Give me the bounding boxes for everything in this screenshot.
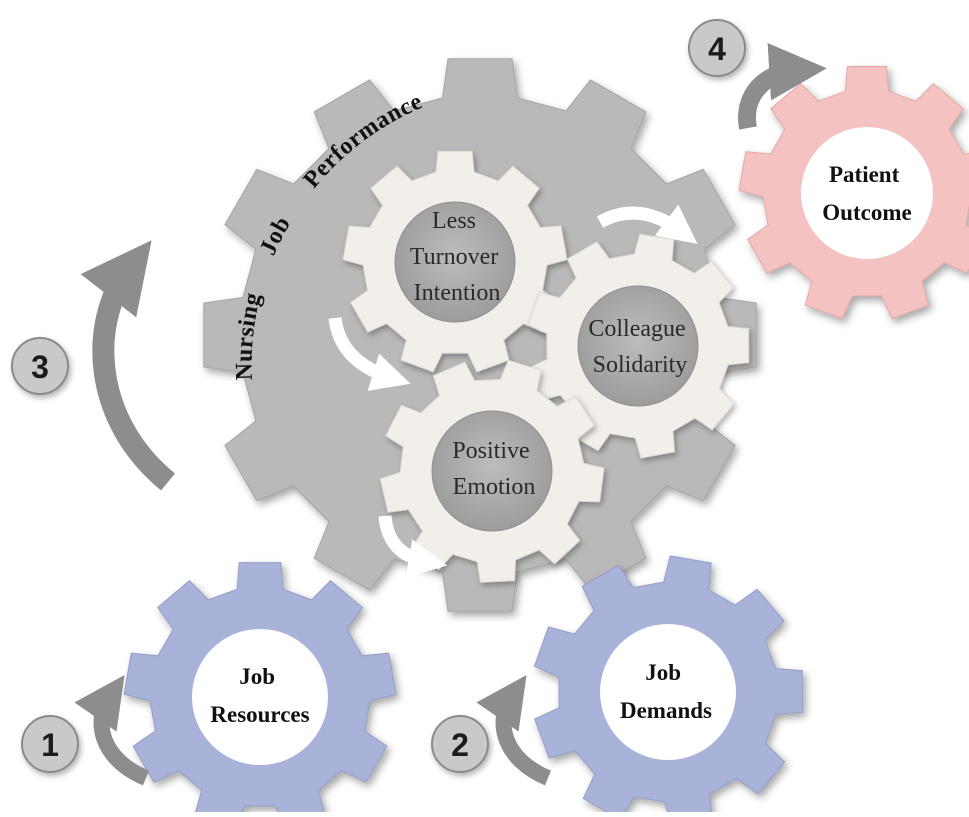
turnover-label: Less Turnover Intention bbox=[410, 208, 504, 306]
step-badge-2: 2 bbox=[431, 715, 489, 773]
flow-arrow-3-icon bbox=[80, 240, 176, 491]
step-badge-3: 3 bbox=[11, 337, 69, 395]
flow-arrow-4-icon bbox=[738, 42, 827, 130]
patient-outcome-gear bbox=[738, 66, 969, 320]
step-number: 4 bbox=[708, 31, 726, 67]
rotation-arrow-icon bbox=[328, 316, 411, 391]
solidarity-gear bbox=[527, 233, 750, 459]
flow-arrow-1-icon bbox=[74, 674, 150, 786]
job-demands-gear bbox=[533, 555, 804, 817]
step-badge-4: 4 bbox=[688, 19, 746, 77]
emotion-label: Positive Emotion bbox=[452, 438, 535, 500]
step-badge-1: 1 bbox=[21, 715, 79, 773]
job-demands-label: Job Demands bbox=[620, 660, 712, 723]
flow-arrow-2-icon bbox=[476, 674, 552, 786]
step-number: 3 bbox=[31, 349, 49, 385]
job-resources-gear bbox=[123, 562, 397, 817]
job-resources-label: Job Resources bbox=[210, 664, 309, 727]
solidarity-label: Colleague Solidarity bbox=[588, 316, 691, 378]
patient-outcome-label: Patient Outcome bbox=[822, 162, 911, 225]
step-number: 1 bbox=[41, 727, 59, 763]
emotion-gear bbox=[379, 359, 605, 583]
rotation-arrow-icon bbox=[596, 204, 698, 244]
step-number: 2 bbox=[451, 727, 469, 763]
turnover-gear bbox=[342, 150, 568, 373]
rotation-arrow-icon bbox=[378, 515, 448, 578]
